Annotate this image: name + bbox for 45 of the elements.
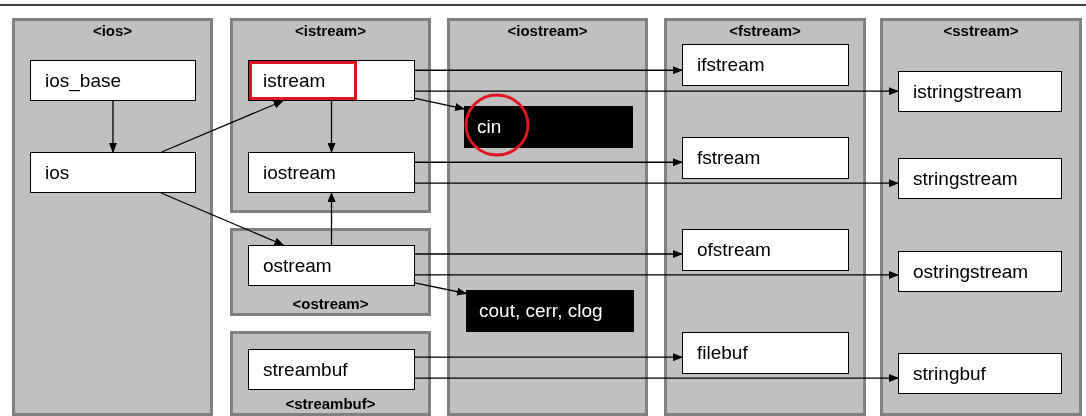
header-panel [230, 331, 431, 416]
class-box: streambuf [248, 349, 415, 390]
class-box: ios_base [30, 60, 196, 101]
header-panel [12, 18, 213, 416]
arrow [414, 158, 683, 167]
arrow [327, 192, 336, 246]
header-panel [230, 18, 431, 213]
class-box: fstream [682, 137, 849, 179]
class-box: ofstream [682, 229, 849, 271]
panel-heading: <ios> [91, 22, 134, 39]
arrow [414, 97, 465, 111]
arrow [414, 353, 683, 362]
panel-heading: <iostream> [506, 22, 589, 39]
arrow [160, 192, 285, 246]
class-box: ostream [248, 245, 415, 286]
header-panel [664, 18, 866, 416]
arrow [414, 282, 467, 296]
arrow [414, 66, 683, 75]
class-box: stringstream [898, 158, 1062, 199]
class-box: filebuf [682, 332, 849, 374]
arrow [414, 270, 899, 279]
class-box: ifstream [682, 44, 849, 86]
panel-heading: <sstream> [942, 22, 1020, 39]
panel-heading: <streambuf> [284, 395, 377, 412]
panel-heading: <istream> [294, 22, 367, 39]
class-box: istream [248, 60, 415, 101]
arrow [414, 179, 899, 188]
class-box: istringstream [898, 71, 1062, 112]
object-box: cout, cerr, clog [466, 290, 634, 332]
header-panel [447, 18, 648, 416]
class-box: ios [30, 152, 196, 193]
class-box: ostringstream [898, 251, 1062, 292]
header-panel [230, 228, 431, 316]
arrow [161, 100, 284, 153]
arrow [414, 87, 899, 96]
panel-heading: <ostream> [291, 295, 370, 312]
panel-heading: <fstream> [728, 22, 802, 39]
class-box: iostream [248, 152, 415, 193]
object-box: cin [464, 106, 633, 148]
arrow [414, 250, 683, 258]
arrow [414, 374, 899, 383]
arrow [327, 100, 336, 153]
arrow [109, 100, 117, 153]
class-box: stringbuf [898, 353, 1062, 394]
header-panel [880, 18, 1082, 416]
